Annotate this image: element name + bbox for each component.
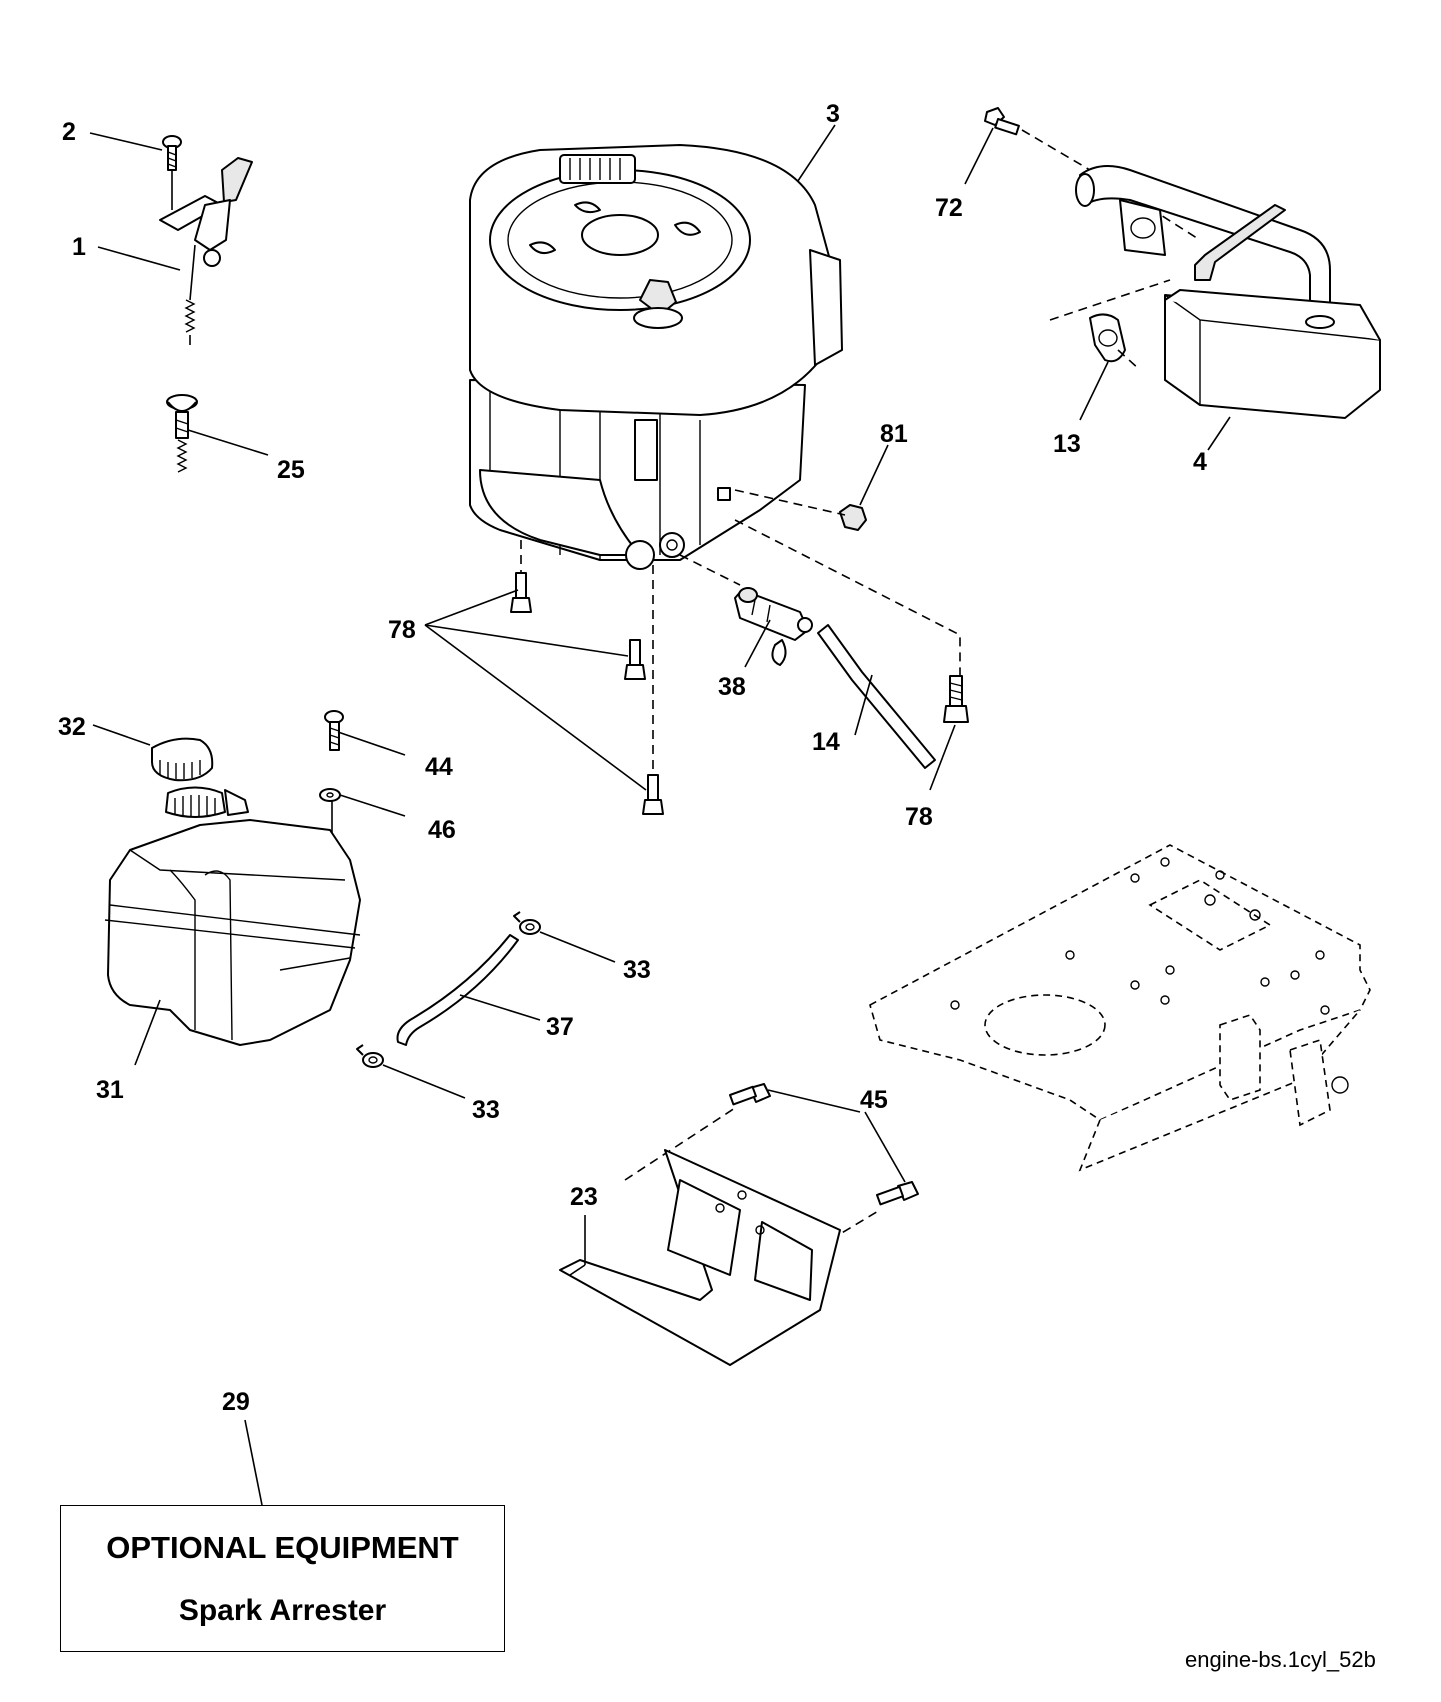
callout-44: 44: [425, 753, 453, 781]
callout-32: 32: [58, 713, 86, 741]
part-13-gasket: [1049, 279, 1171, 421]
frame-mounting-plate: [869, 844, 1371, 1172]
part-23-shield: [559, 1149, 841, 1366]
optional-equipment-box: OPTIONAL EQUIPMENT Spark Arrester: [60, 1505, 505, 1652]
part-3-engine: [469, 124, 843, 570]
optional-equipment-title: OPTIONAL EQUIPMENT: [106, 1530, 459, 1565]
callout-38: 38: [718, 673, 746, 701]
callout-78-left: 78: [388, 616, 416, 644]
part-32-fuel-cap: [92, 724, 214, 782]
part-29-leader: [244, 1419, 263, 1506]
callout-1: 1: [72, 233, 86, 261]
part-38-fuel-filter: [679, 554, 813, 668]
optional-equipment-item: Spark Arrester: [178, 1594, 387, 1627]
part-25-choke-knob: [166, 394, 269, 473]
callout-37: 37: [546, 1013, 574, 1041]
callout-45: 45: [860, 1086, 888, 1114]
part-44-screw: [324, 710, 406, 756]
callout-81: 81: [880, 420, 908, 448]
callout-23: 23: [570, 1183, 598, 1211]
callout-13: 13: [1053, 430, 1081, 458]
callout-33-top: 33: [623, 956, 651, 984]
part-14-fuel-line: [734, 519, 961, 769]
part-1-throttle-control: [97, 157, 253, 345]
part-45-bolts: [624, 1083, 919, 1241]
callout-3: 3: [826, 100, 840, 128]
callout-72: 72: [935, 194, 963, 222]
part-78-bolts: [424, 540, 969, 815]
callout-2: 2: [62, 118, 76, 146]
callout-29: 29: [222, 1388, 250, 1416]
part-4-muffler: [1075, 165, 1381, 451]
callout-25: 25: [277, 456, 305, 484]
callout-33-bottom: 33: [472, 1096, 500, 1124]
part-33-clamps: [356, 911, 616, 1099]
drawing-reference: engine-bs.1cyl_52b: [1185, 1647, 1376, 1672]
callout-4: 4: [1193, 448, 1207, 476]
callout-46: 46: [428, 816, 456, 844]
callout-31: 31: [96, 1076, 124, 1104]
callout-14: 14: [812, 728, 840, 756]
part-31-fuel-tank: [104, 786, 361, 1066]
part-2-screw: [89, 132, 182, 210]
part-81-nut: [734, 444, 889, 531]
part-37-fuel-hose: [396, 934, 541, 1046]
callout-78-right: 78: [905, 803, 933, 831]
